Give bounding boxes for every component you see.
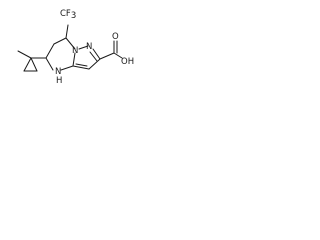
bond-carboxyl-hydroxyl (113, 52, 123, 59)
bond-n2-c2-double (89, 51, 98, 62)
bond-cyclopropyl-a (23, 57, 32, 72)
bond-c7-c6 (53, 37, 67, 45)
bond-group (17, 24, 123, 72)
bond-c3-c3a (72, 65, 90, 70)
chemical-structure-diagram: CF3 N N N H O OH (0, 0, 142, 106)
bond-cyclopropyl-methyl (17, 50, 32, 59)
bond-c6-c5 (45, 43, 55, 59)
bond-n1-n2 (78, 45, 89, 50)
nitrogen-bridge-label: N (72, 46, 78, 56)
hydroxyl-label: OH (121, 57, 134, 67)
bond-c5-n4 (45, 57, 54, 71)
atom-label-group: CF3 N N N H O OH (55, 9, 134, 86)
bond-c3-c3a-double (75, 63, 88, 67)
amine-nitrogen-label: N (55, 67, 61, 77)
bond-c2-c3 (88, 58, 101, 70)
carbonyl-oxygen-label: O (112, 32, 119, 42)
bond-cyclopropyl-c (30, 57, 38, 72)
cf3-label: CF3 (60, 9, 76, 21)
bond-n2-c2 (92, 48, 101, 60)
bond-n4-c3a (60, 65, 74, 71)
amine-hydrogen-label: H (56, 76, 62, 86)
bond-c7-cf3 (65, 24, 69, 39)
bond-c2-carboxyl (99, 52, 115, 60)
nitrogen-top-label: N (86, 42, 92, 52)
bond-c3a-n1 (72, 52, 76, 67)
bond-c7-n1 (65, 37, 76, 50)
